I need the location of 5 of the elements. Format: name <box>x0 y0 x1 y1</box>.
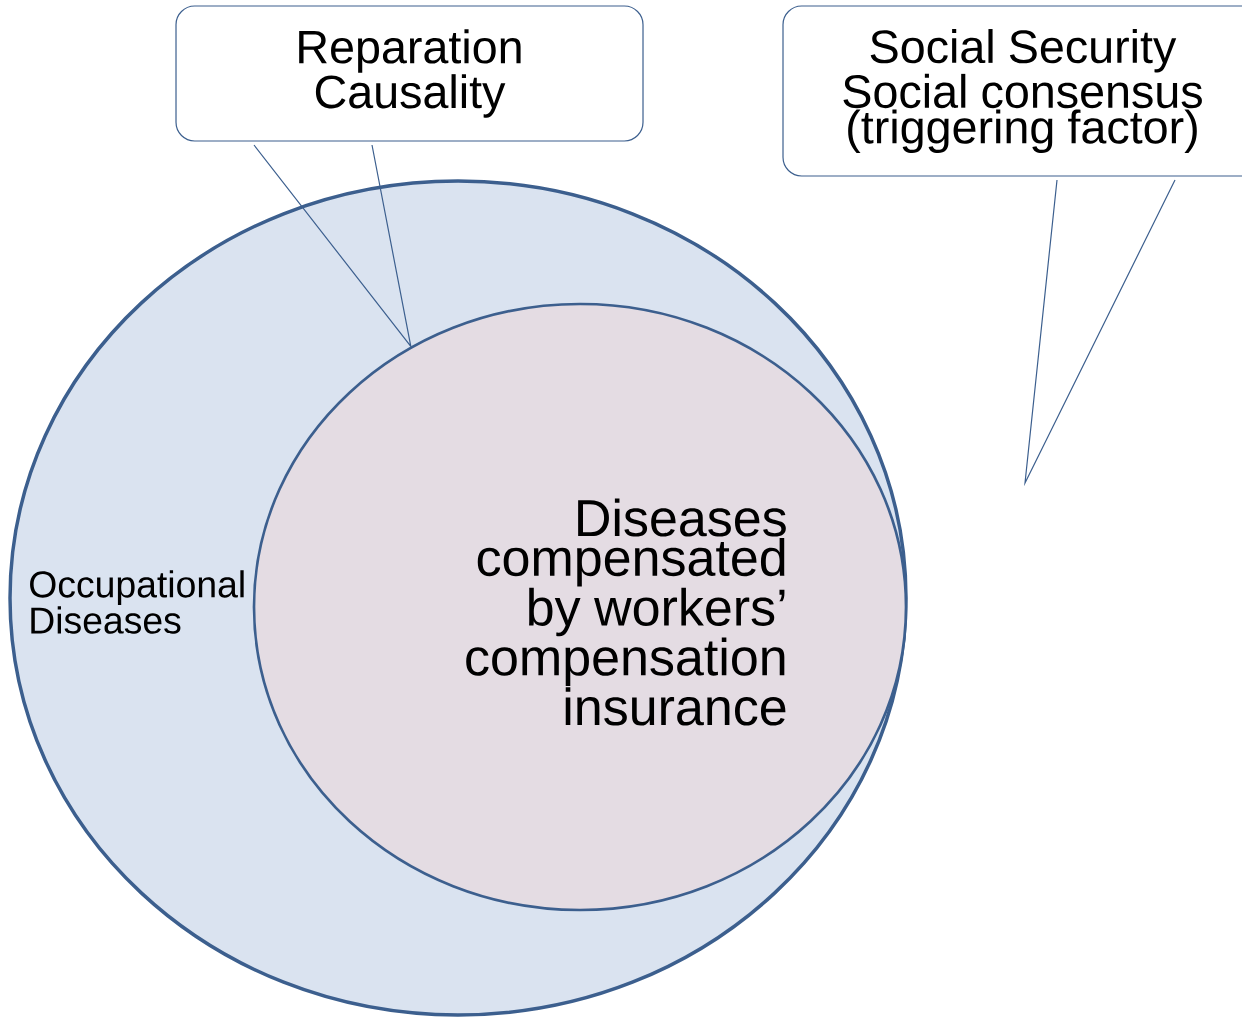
circle-label: Occupational Diseases <box>30 570 244 634</box>
ellipse-label: Diseases compensated by workers’ compensation insurance <box>466 498 786 726</box>
ellipse-shape <box>252 302 908 912</box>
callout-box: Social Security Social consensus (triggering factor) <box>782 5 1242 177</box>
callout-box: Reparation Causality <box>175 5 644 142</box>
